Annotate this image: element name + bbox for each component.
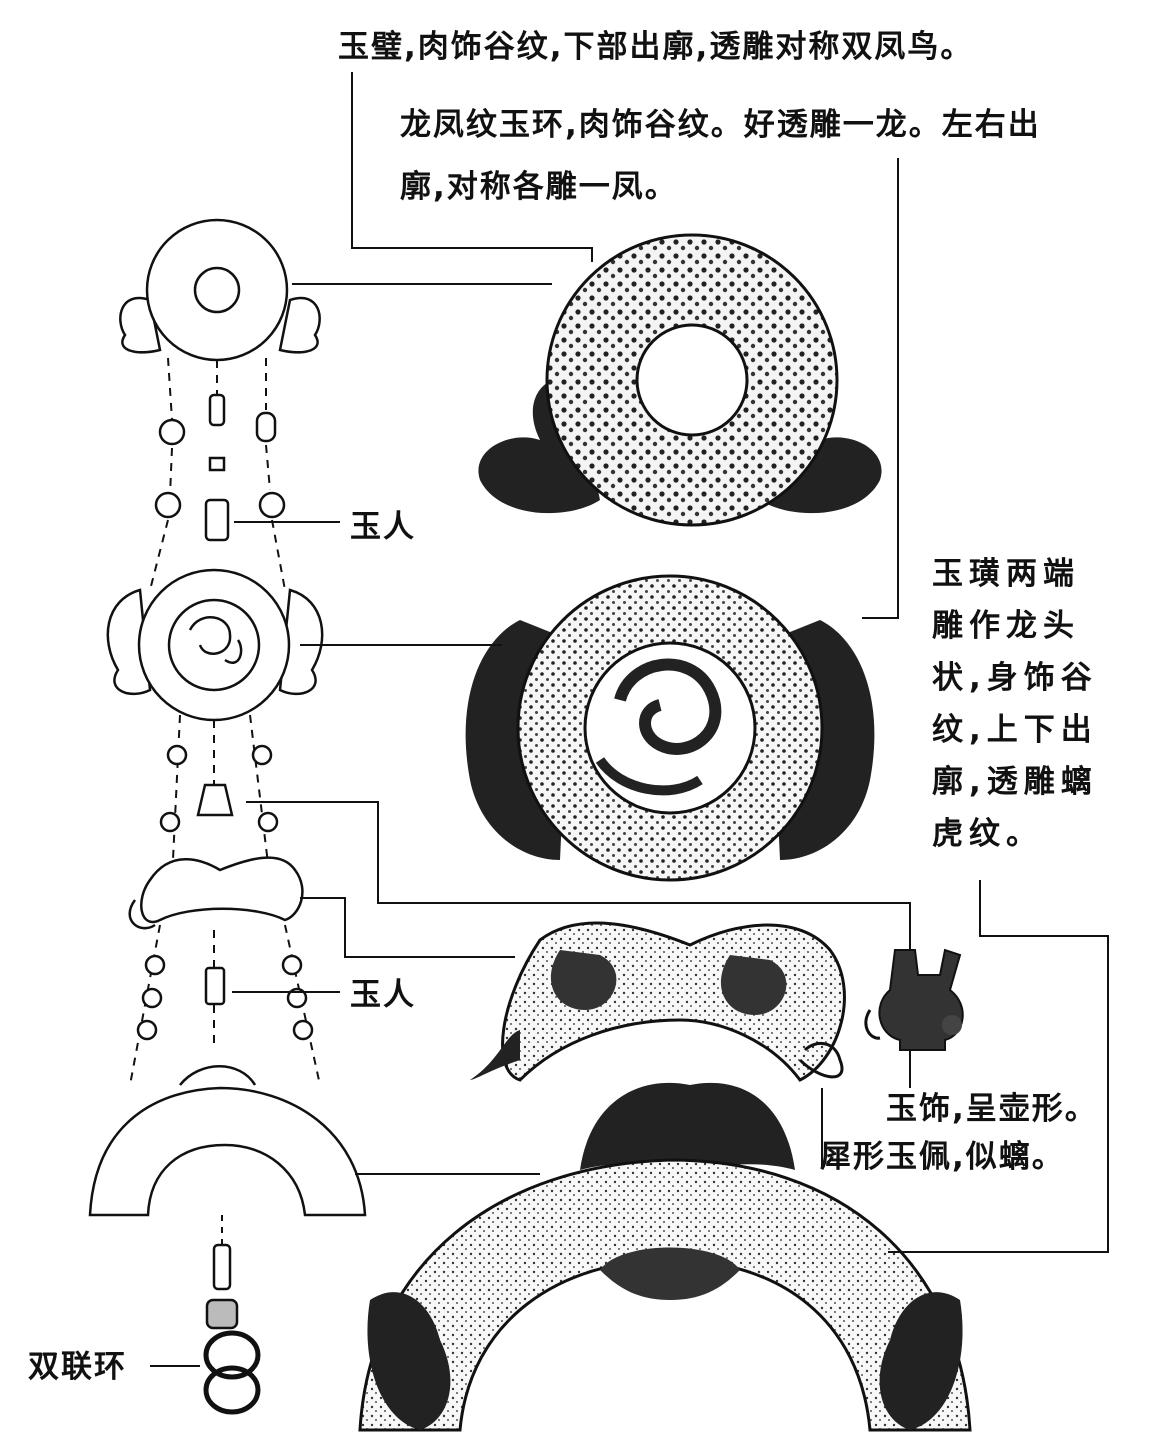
- caption-double-linked-ring: 双联环: [28, 1349, 127, 1385]
- pot-shaped-ornament: [864, 948, 964, 1051]
- leader-lines: [150, 72, 1109, 1367]
- small-dragon-phoenix-ring: [106, 568, 324, 722]
- caption-dragon-phoenix-ring-line2: 廓,对称各雕一凤。: [400, 169, 678, 205]
- large-rhino-pendant: [470, 921, 846, 1082]
- caption-jade-huang-line: 虎纹。: [932, 816, 1043, 852]
- large-dragon-phoenix-ring: [465, 574, 875, 882]
- caption-rhino-pendant: 犀形玉佩,似螭。: [820, 1139, 1065, 1175]
- caption-jade-huang-line: 玉璜两端: [932, 556, 1080, 592]
- caption-jade-huang: 玉璜两端 雕作龙头 状,身饰谷 纹,上下出 廓,透雕螭 虎纹。: [932, 548, 1122, 860]
- large-huang-arc: [358, 1082, 972, 1432]
- small-rhino-pendant: [128, 856, 304, 930]
- double-linked-ring: [203, 1330, 261, 1415]
- caption-jade-huang-line: 纹,上下出: [932, 712, 1098, 748]
- assembled-pendant-set: [88, 218, 367, 1415]
- caption-dragon-phoenix-ring-line1: 龙凤纹玉环,肉饰谷纹。好透雕一龙。左右出: [400, 107, 1041, 143]
- caption-jade-figure-upper: 玉人: [350, 509, 416, 545]
- caption-jade-bi: 玉璧,肉饰谷纹,下部出廓,透雕对称双凤鸟。: [338, 29, 974, 65]
- small-huang-arc: [88, 1065, 367, 1217]
- caption-pot-ornament: 玉饰,呈壶形。: [886, 1091, 1098, 1127]
- large-bi-disc: [478, 233, 882, 527]
- small-bi-disc: [119, 218, 321, 362]
- caption-jade-huang-line: 状,身饰谷: [932, 660, 1098, 696]
- caption-jade-figure-lower: 玉人: [350, 977, 416, 1013]
- caption-jade-huang-line: 雕作龙头: [932, 608, 1080, 644]
- caption-jade-huang-line: 廓,透雕螭: [932, 764, 1098, 800]
